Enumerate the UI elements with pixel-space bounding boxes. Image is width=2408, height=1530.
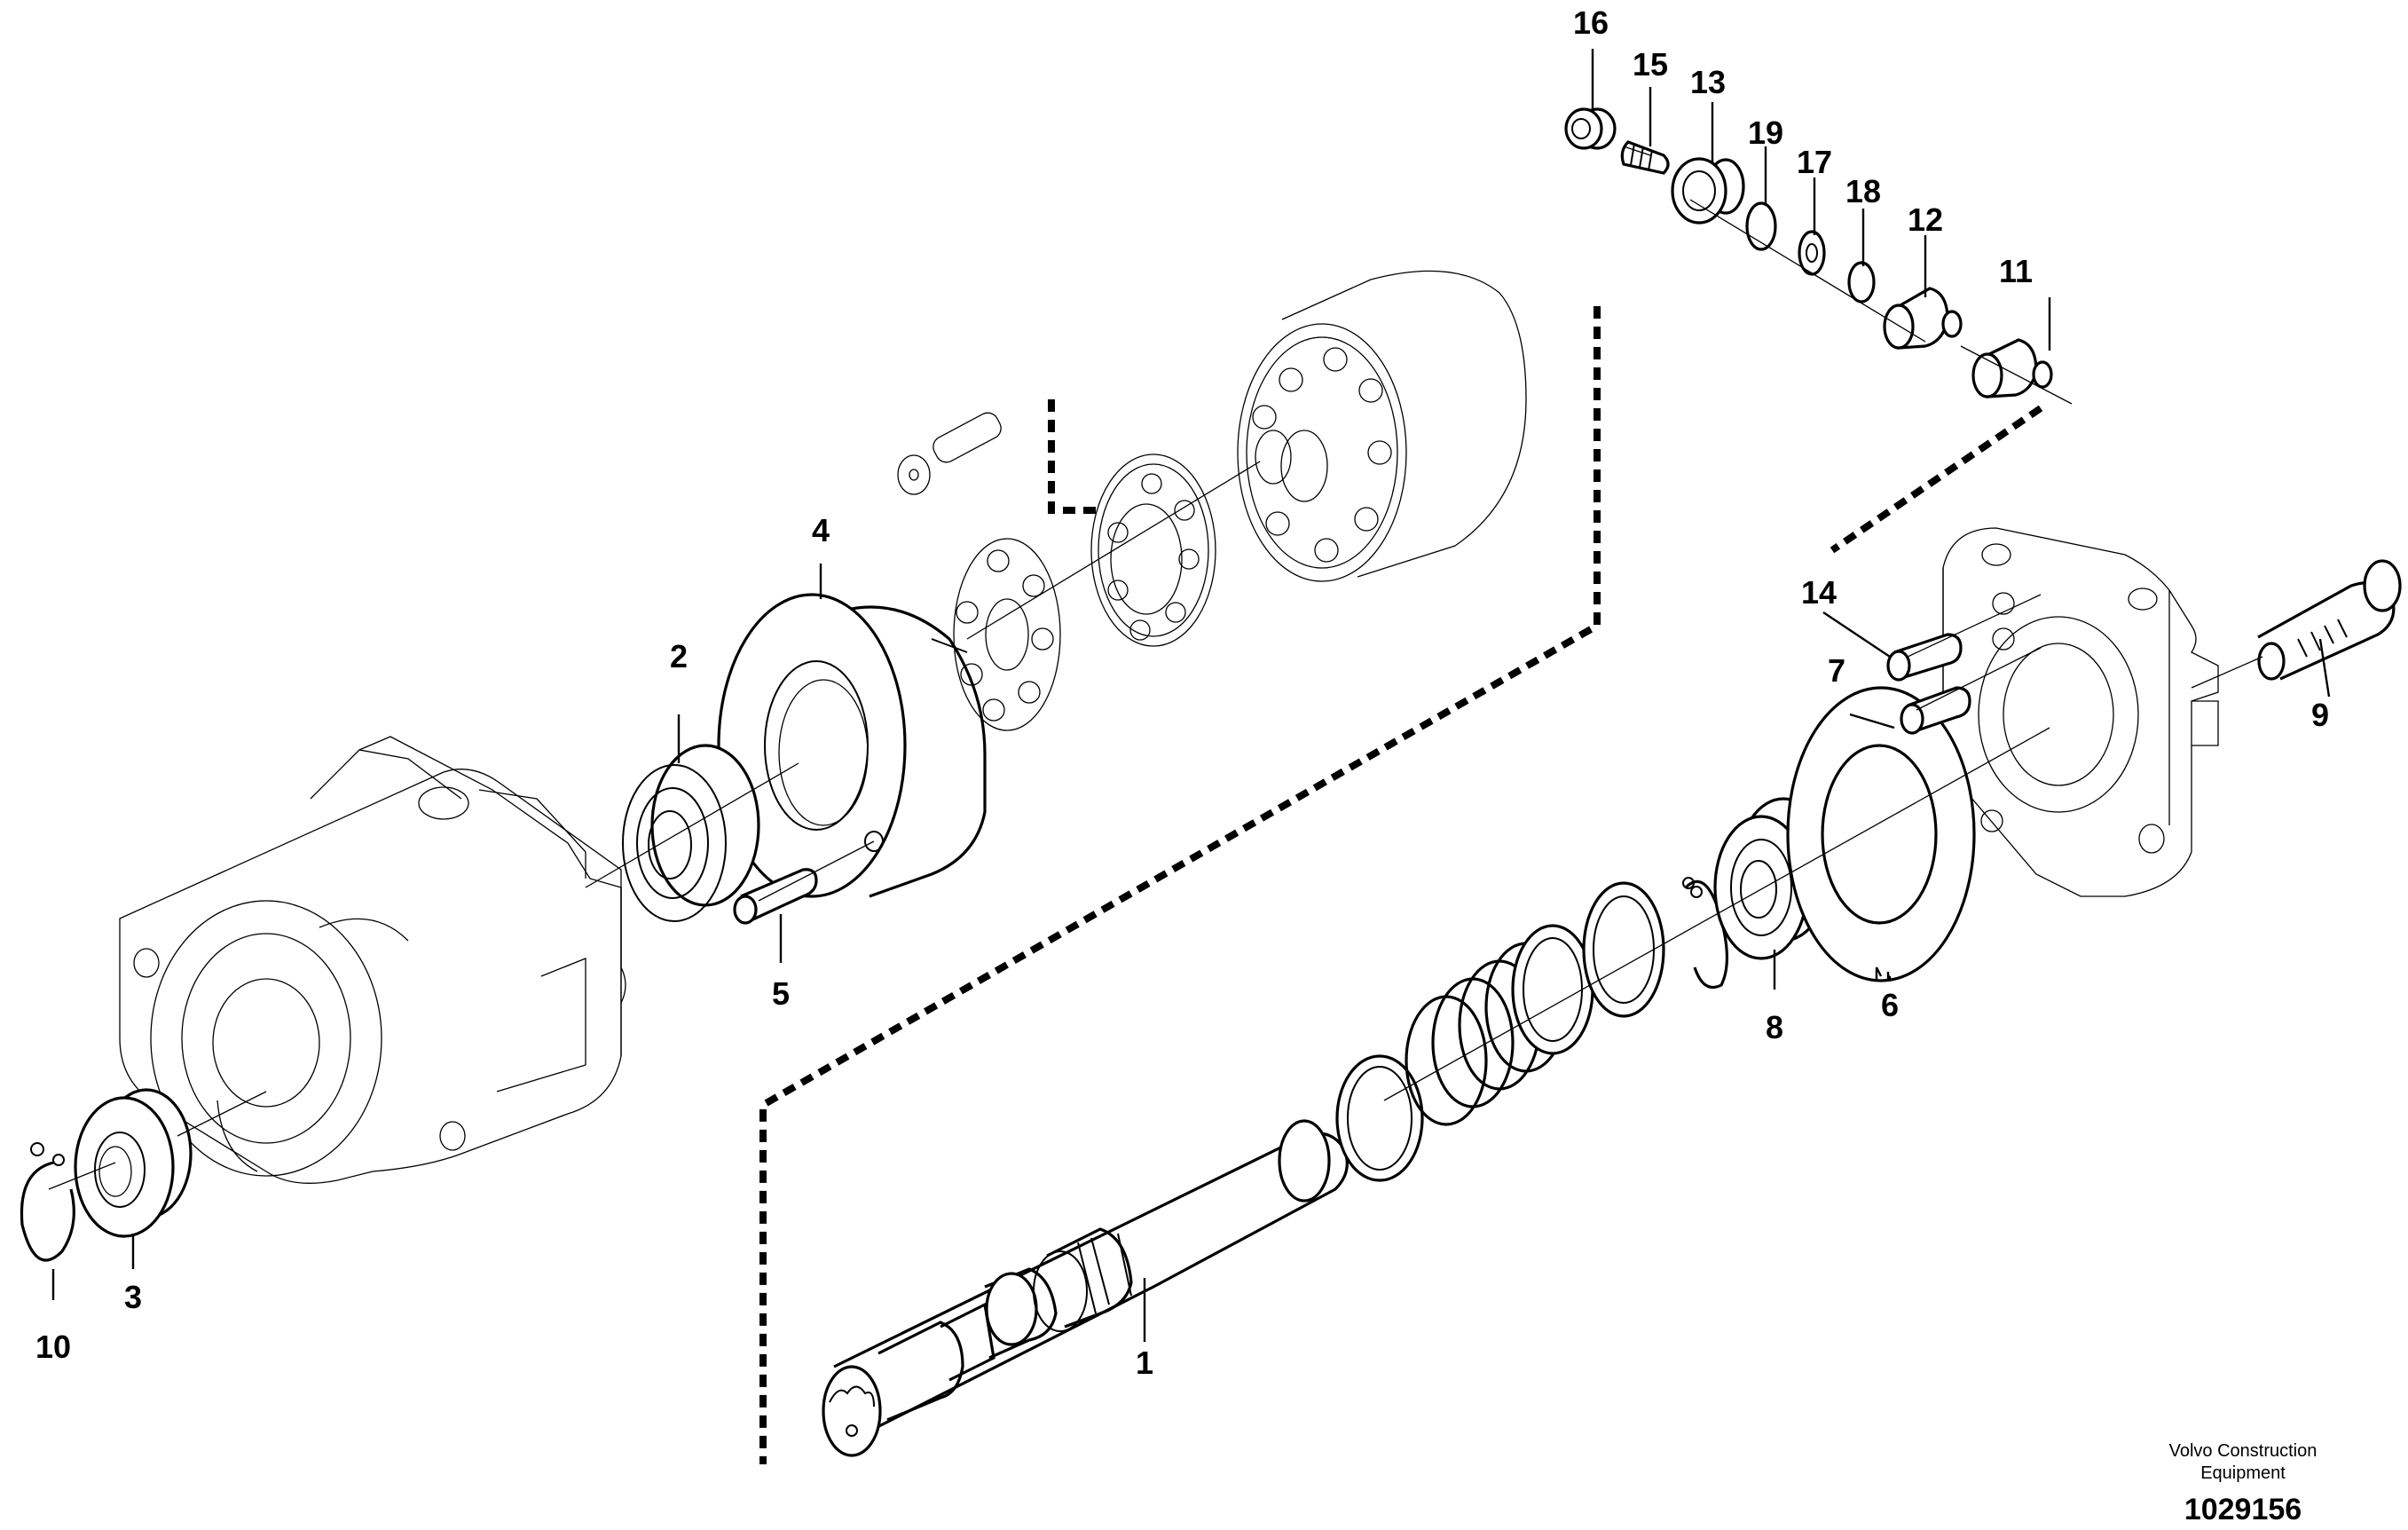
title-block: Volvo Construction Equipment 1029156 <box>2169 1441 2318 1526</box>
part-number-labels: 1 2 3 4 5 6 7 8 9 10 11 12 13 14 15 16 1… <box>35 4 2329 1381</box>
leader-lines <box>51 49 2331 1342</box>
part-label-6: 6 <box>1881 987 1899 1023</box>
maker-name-line2: Equipment <box>2200 1463 2286 1483</box>
part-label-7: 7 <box>1828 652 1845 689</box>
part-label-14: 14 <box>1801 574 1837 611</box>
axis-lines <box>48 146 2263 1190</box>
part-4-bearing-housing <box>717 593 987 898</box>
part-17-ring <box>1798 230 1826 276</box>
end-cover <box>1941 527 2219 897</box>
part-15-spring <box>1620 140 1670 175</box>
part-label-12: 12 <box>1908 201 1943 238</box>
part-3-shaft-seal <box>74 1088 193 1238</box>
part-1-drive-shaft <box>822 1119 1349 1457</box>
part-2-ball-bearing <box>622 744 760 922</box>
valve-spool <box>897 412 1002 495</box>
part-label-8: 8 <box>1766 1009 1783 1045</box>
part-9-bolt <box>2257 559 2402 681</box>
motor-housing <box>119 736 626 1184</box>
assembly-dashed-lines <box>759 306 2043 1464</box>
part-6-thrust-plate <box>1786 686 1976 982</box>
part-label-13: 13 <box>1690 64 1726 100</box>
part-label-16: 16 <box>1573 4 1609 41</box>
part-label-10: 10 <box>35 1329 71 1365</box>
part-label-1: 1 <box>1136 1345 1153 1381</box>
part-11-sleeve <box>1971 338 2053 398</box>
retainer-plate <box>1090 453 1216 647</box>
shaft-springs <box>1335 881 1665 1182</box>
part-label-18: 18 <box>1845 173 1881 209</box>
part-10-snap-ring <box>20 1142 75 1262</box>
part-label-9: 9 <box>2311 697 2329 733</box>
part-label-2: 2 <box>670 638 688 674</box>
part-12-sleeve <box>1883 287 1963 350</box>
part-18-oring <box>1847 261 1876 304</box>
part-7-pin <box>1900 686 1971 735</box>
swash-plate <box>953 538 1061 731</box>
part-16-plug <box>1564 107 1617 150</box>
part-label-15: 15 <box>1633 46 1668 83</box>
part-14-pin <box>1886 633 1963 682</box>
part-5-pin <box>733 868 818 925</box>
maker-name-line1: Volvo Construction <box>2169 1441 2318 1461</box>
part-label-17: 17 <box>1797 144 1832 180</box>
drawing-number: 1029156 <box>2184 1493 2302 1526</box>
cylinder-block <box>1237 270 1527 582</box>
part-label-11: 11 <box>1999 253 2033 289</box>
part-label-4: 4 <box>812 512 830 548</box>
inner-snap-ring <box>1682 877 1728 990</box>
part-13-plug <box>1671 157 1745 225</box>
part-19-oring <box>1745 201 1777 251</box>
part-label-19: 19 <box>1748 114 1783 151</box>
part-label-3: 3 <box>124 1279 142 1315</box>
part-label-5: 5 <box>772 975 790 1012</box>
